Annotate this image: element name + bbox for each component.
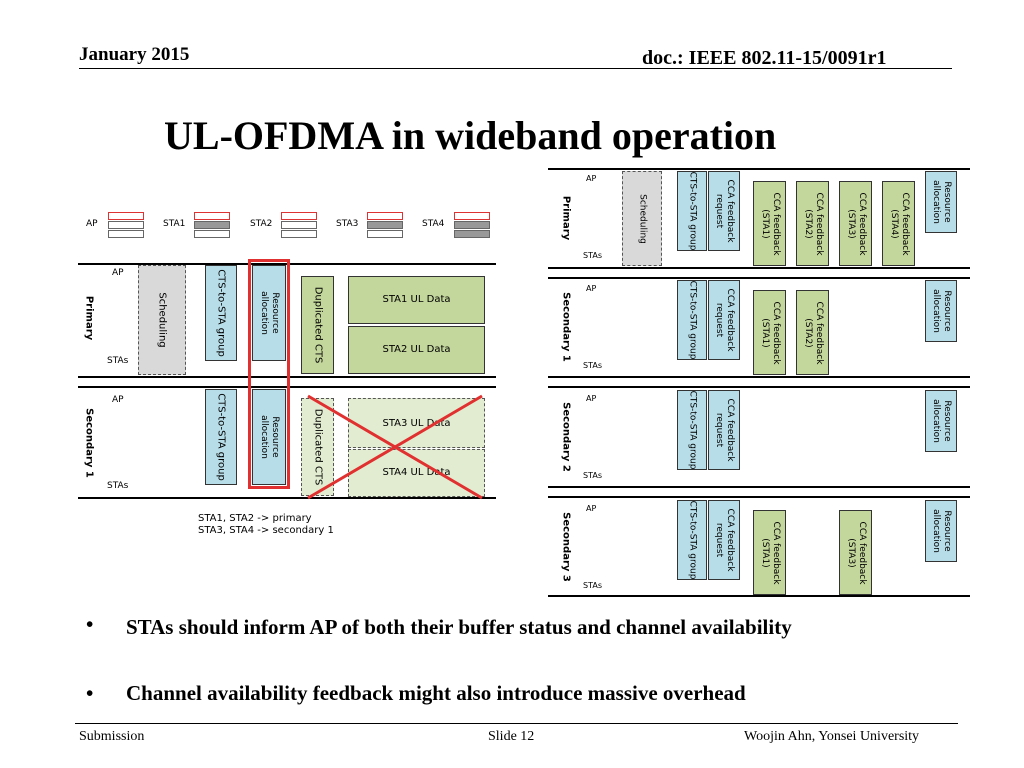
- header-date: January 2015: [79, 44, 190, 65]
- footer-author: Woojin Ahn, Yonsei University: [744, 729, 920, 744]
- right-resource: Resource allocation: [925, 500, 957, 562]
- right-cts: CTS-to-STA group: [677, 500, 707, 580]
- right-line-7: [548, 496, 970, 498]
- bullet-text-1: STAs should inform AP of both their buff…: [126, 615, 792, 639]
- left-secondary-dup-cts: Duplicated CTS: [301, 398, 334, 496]
- right-cca-feedback: CCA feedback (STA3): [839, 181, 872, 266]
- footer-rule: [75, 723, 958, 724]
- left-primary-ap: AP: [112, 268, 124, 278]
- right-cca-feedback: CCA feedback (STA3): [839, 510, 872, 595]
- legend-sta1: STA1: [163, 219, 186, 229]
- left-secondary-cts: CTS-to-STA group: [205, 389, 237, 485]
- right-row-ap: AP: [586, 284, 597, 293]
- legend-sta2: STA2: [250, 219, 273, 229]
- footer-left: Submission: [79, 729, 145, 744]
- legend-ap-bars: [108, 212, 144, 246]
- right-resource: Resource allocation: [925, 390, 957, 452]
- left-sta2-ul-data: STA2 UL Data: [348, 326, 485, 374]
- right-row-ap: AP: [586, 394, 597, 403]
- bullet-marker-2: •: [86, 681, 94, 705]
- right-line-8: [548, 595, 970, 597]
- left-secondary-stas: STAs: [107, 481, 129, 491]
- right-cts: CTS-to-STA group: [677, 280, 707, 360]
- legend-sta1-bars: [194, 212, 230, 246]
- right-line-2: [548, 267, 970, 269]
- legend-sta3: STA3: [336, 219, 359, 229]
- left-sta1-ul-data: STA1 UL Data: [348, 276, 485, 324]
- left-secondary-ap: AP: [112, 395, 124, 405]
- legend-sta4: STA4: [422, 219, 445, 229]
- right-cca-feedback: CCA feedback (STA1): [753, 510, 786, 595]
- left-scheduling: Scheduling: [138, 265, 186, 375]
- legend-sta3-bars: [367, 212, 403, 246]
- right-row-ap: AP: [586, 174, 597, 183]
- left-secondary-bottom-line: [78, 497, 496, 499]
- bullet-text-2: Channel availability feedback might also…: [126, 681, 746, 705]
- right-line-6: [548, 486, 970, 488]
- legend-sta4-bars: [454, 212, 490, 246]
- header-doc: doc.: IEEE 802.11-15/0091r1: [642, 47, 887, 69]
- right-row-label: Secondary 1: [560, 292, 572, 362]
- right-cca-request: CCA feedback request: [708, 390, 740, 470]
- footer-slide: Slide 12: [488, 729, 535, 744]
- right-row-label: Secondary 2: [560, 402, 572, 472]
- right-line-1: [548, 168, 970, 170]
- right-line-3: [548, 277, 970, 279]
- left-primary-dup-cts: Duplicated CTS: [301, 276, 334, 374]
- right-row-stas: STAs: [583, 361, 602, 370]
- right-cca-feedback: CCA feedback (STA1): [753, 290, 786, 375]
- header-rule: [79, 68, 952, 69]
- right-cca-feedback: CCA feedback (STA2): [796, 181, 829, 266]
- right-row-stas: STAs: [583, 471, 602, 480]
- right-row-label: Primary: [560, 195, 572, 241]
- right-row-label: Secondary 3: [560, 512, 572, 582]
- right-cca-feedback: CCA feedback (STA4): [882, 181, 915, 266]
- page-title: UL-OFDMA in wideband operation: [164, 113, 777, 158]
- note-secondary: STA3, STA4 -> secondary 1: [198, 525, 334, 536]
- bullet-marker-1: •: [86, 612, 94, 636]
- right-line-4: [548, 376, 970, 378]
- right-cts: CTS-to-STA group: [677, 171, 707, 251]
- right-row-stas: STAs: [583, 581, 602, 590]
- left-secondary-label: Secondary 1: [83, 408, 95, 478]
- right-scheduling: Scheduling: [622, 171, 662, 266]
- left-primary-cts: CTS-to-STA group: [205, 265, 237, 361]
- right-cca-feedback: CCA feedback (STA1): [753, 181, 786, 266]
- resource-highlight: [248, 259, 290, 489]
- left-primary-label: Primary: [83, 295, 95, 341]
- right-cca-request: CCA feedback request: [708, 500, 740, 580]
- right-row-stas: STAs: [583, 251, 602, 260]
- right-cca-request: CCA feedback request: [708, 280, 740, 360]
- red-cross-icon: [307, 394, 483, 500]
- legend-sta2-bars: [281, 212, 317, 246]
- note-primary: STA1, STA2 -> primary: [198, 513, 312, 524]
- left-secondary-resource: Resource allocation: [252, 389, 286, 485]
- right-resource: Resource allocation: [925, 280, 957, 342]
- left-primary-stas: STAs: [107, 356, 129, 366]
- right-line-5: [548, 386, 970, 388]
- right-cts: CTS-to-STA group: [677, 390, 707, 470]
- right-cca-feedback: CCA feedback (STA2): [796, 290, 829, 375]
- right-resource: Resource allocation: [925, 171, 957, 233]
- right-cca-request: CCA feedback request: [708, 171, 740, 251]
- left-primary-resource: Resource allocation: [252, 265, 286, 361]
- right-row-ap: AP: [586, 504, 597, 513]
- legend-ap: AP: [86, 219, 98, 229]
